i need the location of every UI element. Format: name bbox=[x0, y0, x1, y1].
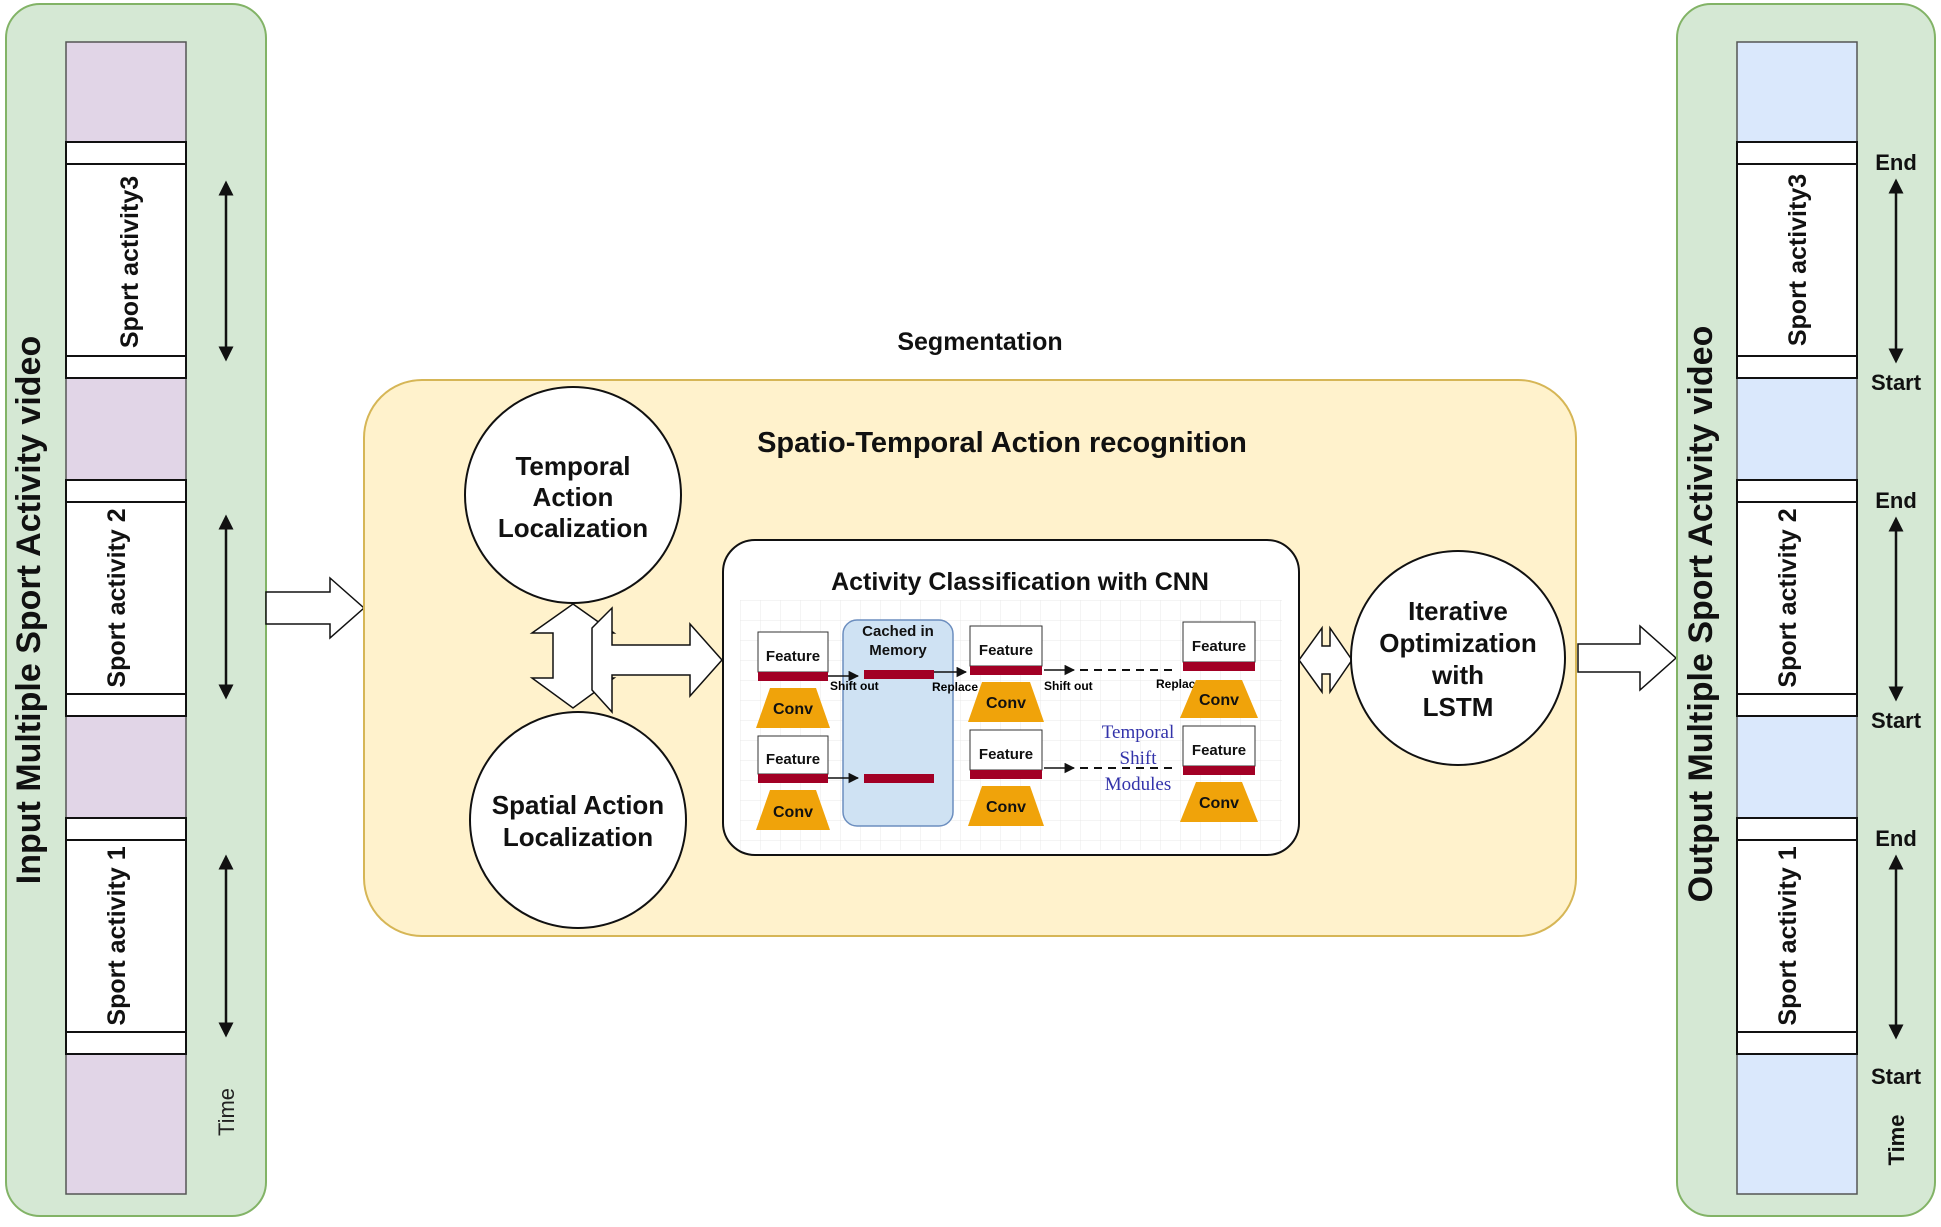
end-label-1: End bbox=[1875, 826, 1917, 851]
input-segment-1: Sport activity 1 bbox=[65, 817, 187, 1055]
svg-text:Optimization: Optimization bbox=[1379, 628, 1536, 658]
conv-block bbox=[968, 682, 1044, 722]
svg-text:Localization: Localization bbox=[503, 822, 653, 852]
svg-text:Conv: Conv bbox=[1199, 795, 1239, 812]
end-label-2: End bbox=[1875, 488, 1917, 513]
svg-text:Feature: Feature bbox=[766, 648, 820, 665]
output-segment-1: Sport activity 1 bbox=[1736, 817, 1858, 1055]
svg-text:Feature: Feature bbox=[1192, 638, 1246, 655]
svg-text:Feature: Feature bbox=[766, 751, 820, 768]
feature-box bbox=[1182, 621, 1256, 663]
svg-text:Replace: Replace bbox=[1156, 677, 1202, 691]
svg-text:Conv: Conv bbox=[986, 695, 1026, 712]
svg-text:Temporal: Temporal bbox=[515, 451, 630, 481]
input-to-segmentation-arrow bbox=[265, 576, 366, 640]
start-label-1: Start bbox=[1871, 1064, 1922, 1089]
svg-text:Modules: Modules bbox=[1105, 774, 1172, 795]
conv-block bbox=[1180, 680, 1258, 718]
svg-text:Shift: Shift bbox=[1120, 748, 1158, 769]
cached-feature-bar bbox=[864, 670, 934, 679]
feature-bar bbox=[1183, 766, 1255, 775]
temporal-shift-modules-label: Temporal Shift Modules bbox=[1102, 722, 1175, 795]
output-segment-2-label: Sport activity 2 bbox=[1774, 508, 1802, 687]
conv-block bbox=[756, 688, 830, 728]
input-segment-3-label: Sport activity3 bbox=[116, 176, 144, 348]
segmentation-box: Spatio-Temporal Action recognition Tempo… bbox=[363, 379, 1577, 937]
start-label-2: Start bbox=[1871, 708, 1922, 733]
svg-text:Feature: Feature bbox=[979, 746, 1033, 763]
output-panel: Sport activity3 Sport activity 2 Sport a… bbox=[1676, 3, 1936, 1217]
input-panel-title: Input Multiple Sport Activity video bbox=[10, 336, 48, 884]
svg-text:Conv: Conv bbox=[773, 804, 813, 821]
svg-text:Conv: Conv bbox=[1199, 692, 1239, 709]
svg-text:Conv: Conv bbox=[773, 701, 813, 718]
spatial-action-localization-node: Spatial Action Localization bbox=[469, 711, 687, 929]
temporal-action-localization-node: Temporal Action Localization bbox=[464, 386, 682, 604]
svg-text:Conv: Conv bbox=[986, 799, 1026, 816]
feature-bar bbox=[970, 666, 1042, 675]
svg-text:Localization: Localization bbox=[498, 513, 648, 543]
cached-feature-bar bbox=[864, 774, 934, 783]
output-segment-2: Sport activity 2 bbox=[1736, 479, 1858, 717]
output-time-label: Time bbox=[1884, 1115, 1909, 1166]
output-segment-3-label: Sport activity3 bbox=[1784, 174, 1812, 346]
input-segment-2: Sport activity 2 bbox=[65, 479, 187, 717]
svg-text:with: with bbox=[1431, 660, 1484, 690]
input-segment-2-label: Sport activity 2 bbox=[103, 508, 131, 687]
feature-bar bbox=[1183, 662, 1255, 671]
feature-box bbox=[757, 735, 829, 775]
input-segment-3: Sport activity3 bbox=[65, 141, 187, 379]
end-label-3: End bbox=[1875, 150, 1917, 175]
output-panel-title: Output Multiple Sport Activity video bbox=[1682, 326, 1720, 903]
cnn-title: Activity Classification with CNN bbox=[831, 568, 1209, 596]
input-time-label: Time bbox=[214, 1088, 239, 1136]
svg-text:Feature: Feature bbox=[979, 642, 1033, 659]
svg-text:Feature: Feature bbox=[1192, 742, 1246, 759]
conv-block bbox=[756, 790, 830, 830]
segmentation-to-output-arrow bbox=[1577, 624, 1678, 692]
cnn-classification-box: Activity Classification with CNN Cached … bbox=[722, 539, 1300, 856]
svg-text:Replace: Replace bbox=[932, 680, 978, 694]
svg-text:Shift out: Shift out bbox=[830, 679, 879, 693]
localization-to-cnn-arrow bbox=[591, 606, 724, 714]
output-segment-3: Sport activity3 bbox=[1736, 141, 1858, 379]
feature-bar bbox=[970, 770, 1042, 779]
svg-text:Shift out: Shift out bbox=[1044, 679, 1093, 693]
feature-bar bbox=[758, 774, 828, 783]
svg-text:Iterative: Iterative bbox=[1408, 596, 1508, 626]
svg-text:Temporal: Temporal bbox=[1102, 722, 1175, 743]
feature-box bbox=[1182, 725, 1256, 767]
spatio-temporal-title: Spatio-Temporal Action recognition bbox=[757, 427, 1247, 459]
svg-text:Cached in: Cached in bbox=[862, 623, 934, 640]
feature-box bbox=[757, 631, 829, 673]
svg-text:Action: Action bbox=[533, 482, 614, 512]
segmentation-title: Segmentation bbox=[897, 328, 1062, 356]
conv-block bbox=[1180, 782, 1258, 822]
feature-bar bbox=[758, 672, 828, 681]
input-segment-1-label: Sport activity 1 bbox=[103, 846, 131, 1025]
svg-text:Memory: Memory bbox=[869, 642, 927, 659]
conv-block bbox=[968, 786, 1044, 826]
cnn-row-1: Feature Conv Shift out Replace Feature C… bbox=[756, 621, 1258, 728]
feature-box bbox=[969, 625, 1043, 667]
svg-text:Spatial Action: Spatial Action bbox=[492, 790, 664, 820]
start-label-3: Start bbox=[1871, 370, 1922, 395]
input-panel: Sport activity3 Sport activity 2 Sport a… bbox=[5, 3, 267, 1217]
output-segment-1-label: Sport activity 1 bbox=[1774, 846, 1802, 1025]
iterative-optimization-lstm-node: Iterative Optimization with LSTM bbox=[1350, 550, 1566, 766]
svg-text:LSTM: LSTM bbox=[1423, 692, 1494, 722]
cnn-row-2: Feature Conv Feature Conv Feature Conv bbox=[756, 725, 1258, 830]
